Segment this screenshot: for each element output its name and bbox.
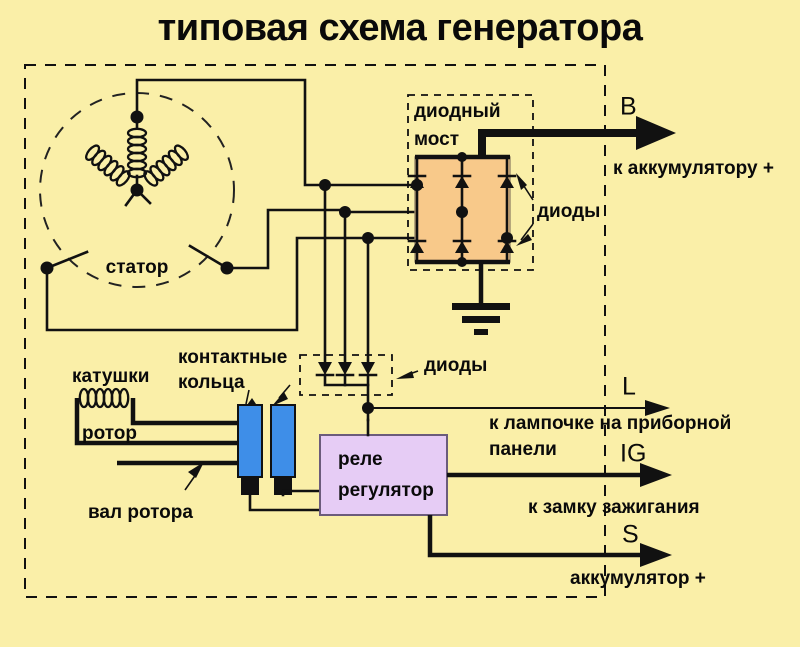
- brush-wire-right: [281, 489, 322, 497]
- relay-regulator-body: [319, 434, 448, 516]
- bridge-node-top: [457, 152, 467, 162]
- bridge-diode-upper-2: [452, 174, 472, 188]
- contact-ring-pointer-1-line: [245, 389, 250, 405]
- stator-label: статор: [106, 257, 169, 278]
- rotor-bracket-upper: [130, 398, 262, 426]
- bridge-node-c: [456, 206, 468, 218]
- stator-coil-phase-b: [45, 144, 189, 270]
- contact-rings-label-line1: контактные: [178, 347, 287, 368]
- brush-wire-left: [248, 493, 322, 512]
- bridge-node-a: [411, 179, 423, 191]
- terminal-s-description: аккумулятор +: [570, 568, 706, 589]
- diodes-trio-pointer-head: [396, 371, 414, 379]
- diodes-pointer-lower-line: [520, 223, 534, 241]
- terminal-s-arrowhead: [640, 543, 672, 567]
- terminal-ig-arrowhead: [640, 463, 672, 487]
- diodes-bridge-label: диоды: [537, 201, 600, 222]
- diode-bridge-label-line1: диодный: [414, 101, 501, 122]
- diodes-pointer-upper-head: [516, 173, 527, 190]
- trio-join-1: [323, 373, 370, 387]
- terminal-s-letter: S: [622, 521, 639, 549]
- terminal-l-letter: L: [622, 373, 636, 401]
- contact-ring-pointer-2-head: [272, 392, 288, 406]
- stator-coil-phase-a: [126, 115, 148, 192]
- slip-ring-left: [237, 404, 263, 478]
- terminal-s-wire: [427, 515, 645, 558]
- terminal-b-arrowhead: [636, 116, 676, 150]
- rotor-label: ротор: [82, 423, 137, 444]
- trio-diodes-frame: [299, 354, 393, 396]
- slip-ring-right: [270, 404, 296, 478]
- diodes-pointer-lower-head: [516, 234, 532, 246]
- relay-regulator-label-line2: регулятор: [338, 480, 434, 501]
- rotor-shaft-label: вал ротора: [88, 502, 193, 523]
- rotor-coil: [78, 387, 130, 409]
- bridge-diode-lower-2: [452, 239, 472, 253]
- brush-left: [241, 477, 259, 495]
- bridge-diode-upper-3: [497, 174, 517, 188]
- coils-label: катушки: [72, 366, 149, 387]
- terminal-l-description-line1: к лампочке на приборной: [489, 413, 731, 434]
- contact-rings-label-line2: кольца: [178, 372, 245, 393]
- terminal-ig-letter: IG: [620, 440, 646, 468]
- page-title: типовая схема генератора: [158, 7, 644, 49]
- trio-diode-3: [358, 362, 378, 377]
- rotor-bracket-lower: [74, 398, 262, 446]
- terminal-b-letter: B: [620, 93, 637, 121]
- trio-diode-2: [335, 362, 355, 377]
- bridge-node-b: [501, 232, 513, 244]
- phase-wire-b: [45, 236, 419, 332]
- trio-diode-1: [315, 362, 335, 377]
- diode-bridge-frame: [407, 94, 534, 271]
- diode-bridge-label-line2: мост: [414, 129, 459, 150]
- terminal-b-description: к аккумулятору +: [613, 158, 774, 179]
- rotor-shaft-pointer-head: [188, 462, 204, 478]
- terminal-b-wire: [478, 129, 640, 157]
- phase-wire-c: [225, 208, 419, 270]
- bridge-diode-lower-1: [407, 239, 427, 253]
- phase-wire-a: [135, 78, 419, 187]
- generator-boundary-frame: [24, 64, 606, 598]
- stator-coil-phase-c: [85, 144, 229, 270]
- stator-neutral-node: [130, 183, 144, 197]
- diodes-trio-label: диоды: [424, 355, 487, 376]
- ground-icon: [452, 303, 510, 335]
- terminal-l-description-line2: панели: [489, 439, 557, 460]
- bridge-node-bottom: [457, 257, 467, 267]
- terminal-ig-description: к замку зажигания: [528, 497, 700, 518]
- relay-regulator-label-line1: реле: [338, 449, 383, 470]
- terminal-l-arrowhead: [645, 400, 670, 416]
